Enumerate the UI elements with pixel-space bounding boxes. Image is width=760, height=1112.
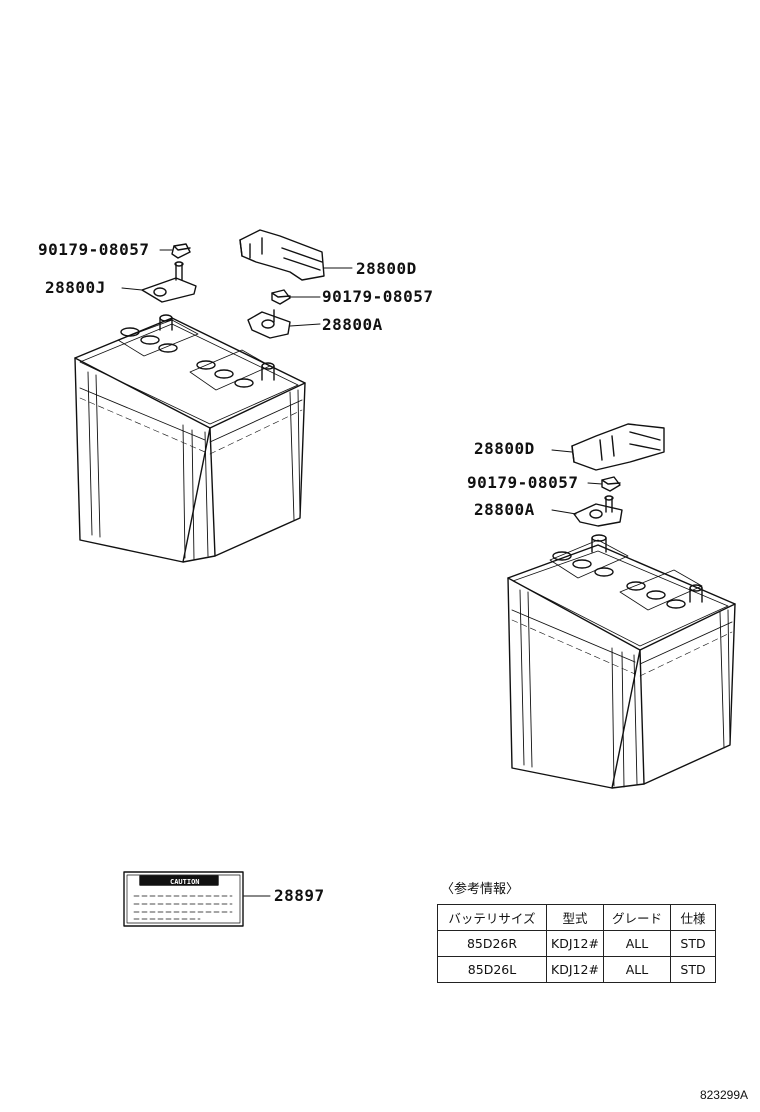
left-mid-nut-90179 bbox=[271, 289, 291, 305]
left-terminal-28800a bbox=[247, 309, 291, 339]
callout-left-pos-terminal: 28800A bbox=[322, 315, 383, 334]
callout-left-nut: 90179-08057 bbox=[38, 240, 150, 259]
cell-spec: STD bbox=[670, 930, 716, 957]
callout-caution-label: 28897 bbox=[274, 886, 325, 905]
header-battery-size: バッテリサイズ bbox=[437, 904, 547, 931]
callout-left-mid-nut: 90179-08057 bbox=[322, 287, 434, 306]
cell-grade: ALL bbox=[603, 930, 671, 957]
callout-left-cover: 28800D bbox=[356, 259, 417, 278]
reference-table: バッテリサイズ 型式 グレード 仕様 85D26R KDJ12# ALL STD… bbox=[437, 904, 716, 983]
right-cover-28800d bbox=[571, 423, 665, 471]
cell-spec: STD bbox=[670, 956, 716, 983]
cell-grade: ALL bbox=[603, 956, 671, 983]
right-battery bbox=[507, 534, 736, 789]
header-model: 型式 bbox=[546, 904, 604, 931]
reference-title: 〈参考情報〉 bbox=[441, 882, 520, 897]
header-spec: 仕様 bbox=[670, 904, 716, 931]
table-row: 85D26R KDJ12# ALL STD bbox=[437, 930, 716, 957]
cell-model: KDJ12# bbox=[546, 956, 604, 983]
callout-right-cover: 28800D bbox=[474, 439, 535, 458]
callout-right-terminal: 28800A bbox=[474, 500, 535, 519]
table-row: 85D26L KDJ12# ALL STD bbox=[437, 956, 716, 983]
callout-left-neg-terminal: 28800J bbox=[45, 278, 106, 297]
callout-right-nut: 90179-08057 bbox=[467, 473, 579, 492]
caution-label-card bbox=[123, 871, 244, 927]
cell-battery-size: 85D26L bbox=[437, 956, 547, 983]
header-grade: グレード bbox=[603, 904, 671, 931]
caution-label-header: CAUTION bbox=[170, 878, 200, 886]
left-terminal-28800j bbox=[141, 261, 197, 303]
left-cover-28800d bbox=[239, 229, 325, 281]
leader-lines bbox=[121, 249, 603, 897]
left-nut-90179 bbox=[171, 243, 191, 259]
left-battery bbox=[74, 314, 306, 563]
reference-header-row: バッテリサイズ 型式 グレード 仕様 bbox=[437, 904, 716, 931]
drawing-number: 823299A bbox=[699, 1088, 748, 1102]
right-terminal-28800a bbox=[573, 495, 623, 527]
cell-model: KDJ12# bbox=[546, 930, 604, 957]
right-nut-90179 bbox=[601, 476, 621, 492]
cell-battery-size: 85D26R bbox=[437, 930, 547, 957]
